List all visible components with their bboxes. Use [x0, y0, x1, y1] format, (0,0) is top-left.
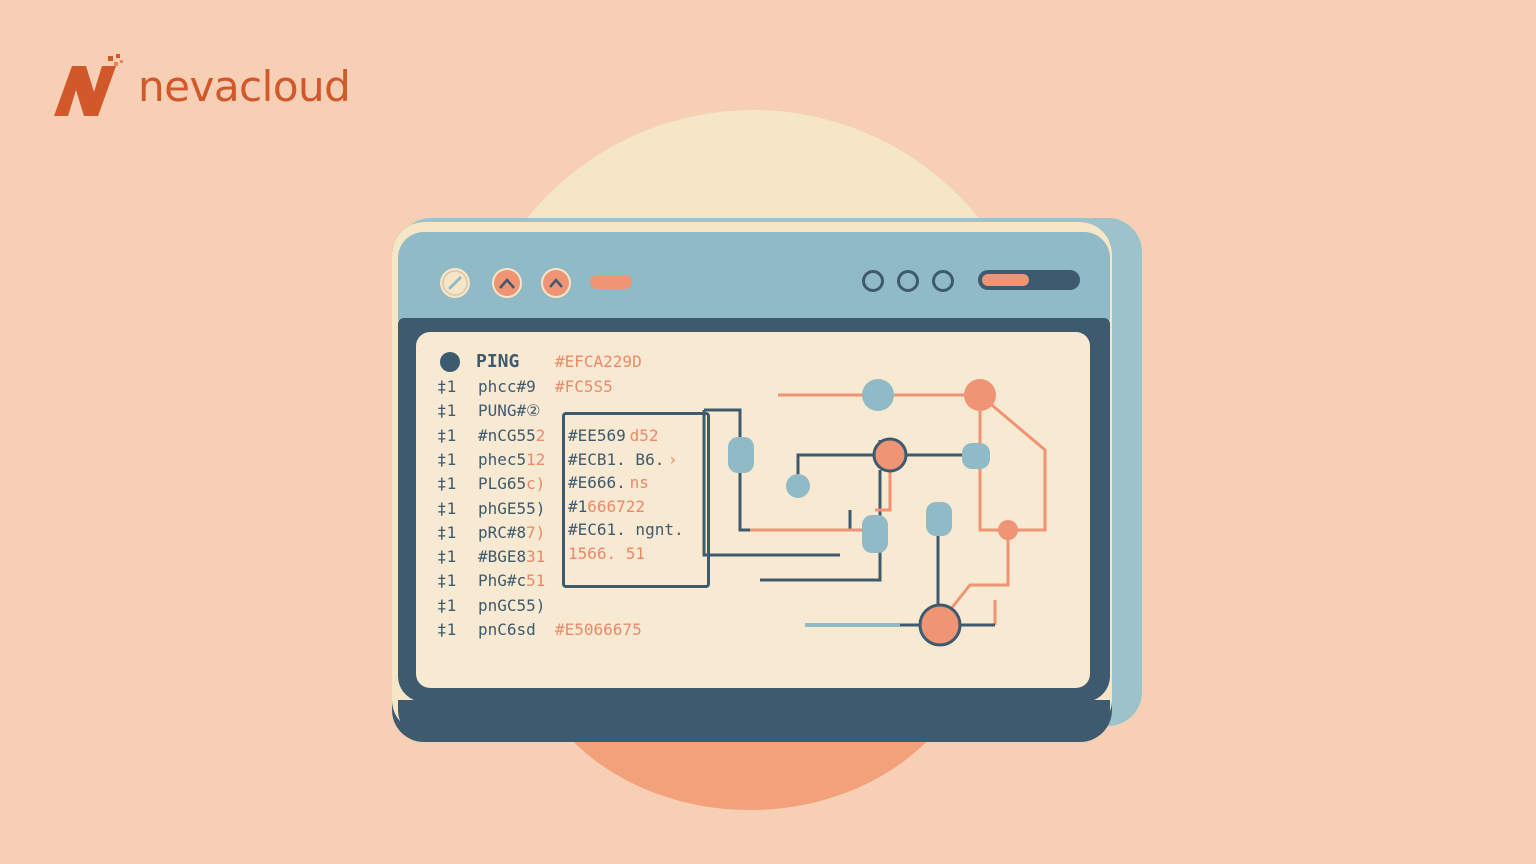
row-prefix: ‡1: [437, 449, 457, 469]
chevron-up-icon: [541, 268, 571, 298]
box-line-tail: 1566. 51: [568, 543, 646, 563]
window-ring-2[interactable]: [897, 270, 919, 292]
row-prefix: ‡1: [437, 474, 457, 494]
row-prefix: ‡1: [437, 377, 457, 396]
row-command: pnGC55): [478, 595, 546, 615]
title-hex: #EFCA229D: [555, 352, 642, 371]
slash-button[interactable]: [440, 268, 470, 298]
circuit-diagram: [702, 379, 1047, 647]
titlebar-progress: [978, 270, 1080, 290]
box-line-text: #EE569: [568, 426, 626, 445]
window-bottom: [398, 700, 1110, 740]
row-command-tail: 51: [526, 571, 546, 591]
box-line-tail: ›: [668, 449, 678, 469]
row-command: #BGE8: [478, 547, 527, 567]
row-prefix: ‡1: [437, 620, 457, 639]
box-line-text: #EC61. ngnt.: [568, 520, 684, 539]
terminal-title: PING: [476, 351, 520, 372]
window-ring-1[interactable]: [862, 270, 884, 292]
row-command-tail: 31: [526, 547, 546, 567]
row-hex: #E5066675: [555, 620, 642, 639]
brand-logo[interactable]: nevacloud: [50, 52, 351, 120]
box-line-text: #E666.: [568, 473, 626, 492]
row-command: PUNG#②: [478, 401, 541, 421]
row-prefix: ‡1: [437, 571, 457, 591]
nevacloud-logo-icon: [54, 54, 123, 116]
progress-fill: [982, 274, 1029, 286]
row-hex: #FC5S5: [555, 377, 613, 396]
row-command: pnC6sd: [478, 620, 536, 639]
code-box: [562, 412, 710, 588]
status-dot: [440, 352, 460, 372]
row-command: phGE55): [478, 498, 546, 518]
row-command: phcc#9: [478, 377, 536, 396]
row-command: PhG#c: [478, 571, 527, 591]
box-line-text: #ECB1. B6.: [568, 449, 665, 469]
row-command: phec5: [478, 449, 527, 469]
brand-name: nevacloud: [138, 61, 351, 111]
row-prefix: ‡1: [437, 401, 457, 421]
row-prefix: ‡1: [437, 522, 457, 542]
chevron-button-1[interactable]: [492, 268, 522, 298]
box-line-tail: 666722: [587, 496, 645, 516]
row-command: #nCG55: [478, 425, 536, 445]
row-command-tail: c): [526, 474, 546, 494]
row-command-tail: 2: [535, 425, 546, 445]
box-line-tail: ns: [629, 473, 649, 492]
titlebar-pill[interactable]: [590, 275, 632, 289]
row-command-tail: 7): [526, 522, 546, 542]
chevron-up-icon: [492, 268, 522, 298]
slash-icon: [440, 268, 470, 298]
box-line-tail: d52: [629, 426, 659, 445]
row-prefix: ‡1: [437, 547, 457, 567]
row-command: PLG65: [478, 474, 527, 494]
chevron-button-2[interactable]: [541, 268, 571, 298]
box-line-prefix: #1: [568, 496, 588, 516]
window-ring-3[interactable]: [932, 270, 954, 292]
row-prefix: ‡1: [437, 425, 457, 445]
row-prefix: ‡1: [437, 498, 457, 518]
row-command-tail: 12: [526, 449, 546, 469]
row-command: pRC#8: [478, 522, 527, 542]
row-prefix: ‡1: [437, 595, 457, 615]
